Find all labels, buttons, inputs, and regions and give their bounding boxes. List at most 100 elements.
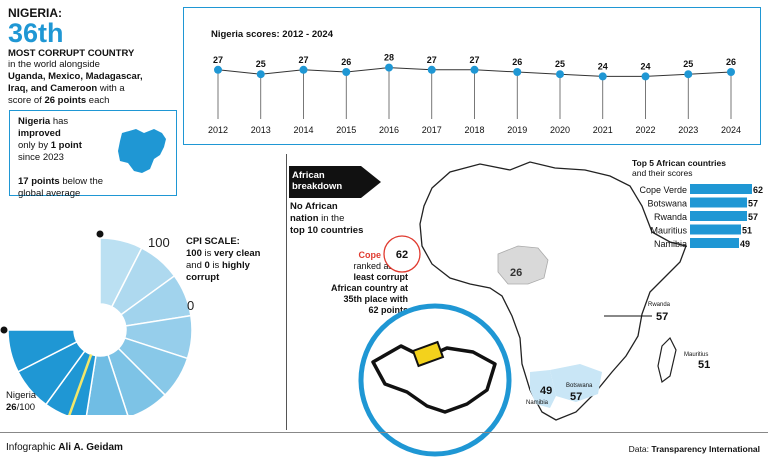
footer-rule (0, 432, 768, 433)
data-label: 27 (298, 55, 308, 65)
gauge-max-label: 100 (148, 235, 170, 250)
gauge-min-dot (0, 326, 8, 334)
rwanda-map-score: 57 (656, 311, 668, 323)
cpi-l3: corrupt (186, 272, 220, 283)
bar-value-label: 51 (742, 226, 752, 236)
x-tick-label: 2022 (635, 125, 655, 135)
rwanda-map-label: Rwanda (648, 302, 671, 308)
data-point (598, 72, 607, 81)
cv-callout-score: 62 (396, 249, 408, 261)
x-tick-label: 2021 (593, 125, 613, 135)
bar-value-label: 57 (748, 199, 758, 209)
cpi-gauge: 100 0 (0, 230, 194, 415)
headline-subtitle: MOST CORRUPT COUNTRY (8, 48, 135, 59)
cpi-scale-text: CPI SCALE: 100 is very clean and 0 is hi… (186, 236, 281, 284)
data-label: 26 (341, 57, 351, 67)
credit-prefix: Infographic (6, 442, 59, 453)
gauge-needle (68, 354, 93, 415)
cpi-l1b: is (201, 248, 214, 259)
cape-verde-callout: 62 (383, 235, 421, 273)
headline-line3: Iraq, and Cameroon (8, 83, 98, 94)
note-l1: No African (290, 201, 338, 212)
headline-line2: Uganda, Mexico, Madagascar, (8, 71, 143, 82)
top5-subtitle: and their scores (632, 168, 693, 178)
data-label: 27 (469, 55, 479, 65)
data-point (256, 70, 265, 79)
cpi-l2d: highly (221, 260, 250, 271)
nigeria-shape (497, 245, 549, 285)
cape-verde-note: Cope Verde ranked as the least corrupt A… (296, 250, 408, 316)
cpi-title: CPI SCALE: (186, 236, 240, 247)
data-label: 24 (598, 61, 608, 71)
x-tick-label: 2023 (678, 125, 698, 135)
data-point (214, 65, 222, 74)
x-tick-label: 2020 (550, 125, 570, 135)
data-label: 27 (213, 55, 223, 65)
banner-line1: African (292, 170, 325, 181)
africa-outline (419, 161, 687, 421)
improved-l1c: improved (18, 128, 61, 139)
cv-l3: least corrupt (353, 272, 408, 282)
line-chart-title: Nigeria scores: 2012 - 2024 (211, 29, 334, 40)
note-l3: top 10 countries (290, 225, 364, 236)
gauge-nigeria-score: 26 (6, 402, 17, 413)
bar (690, 197, 747, 208)
gauge-nigeria-suffix: /100 (16, 402, 36, 413)
botswana-map-label: Botswana (566, 383, 593, 389)
cash-icon (411, 340, 445, 368)
cpi-l1a: 100 (186, 248, 202, 259)
headline-country: NIGERIA: (8, 6, 62, 20)
top5-title: Top 5 African countries (632, 158, 726, 168)
footer-credit: Infographic Ali A. Geidam (6, 442, 123, 453)
data-point (299, 65, 308, 74)
x-tick-label: 2018 (464, 125, 484, 135)
data-point (385, 63, 393, 72)
data-label: 24 (640, 61, 650, 71)
bar-value-label: 49 (740, 239, 750, 249)
improved-l2a: only by (18, 140, 51, 151)
bar (690, 238, 739, 248)
cv-l2: ranked as the (353, 261, 408, 271)
line-chart: Nigeria scores: 2012 - 2024 272012252013… (208, 29, 741, 135)
cpi-l2a: and (186, 260, 205, 271)
mauritius-map-score: 51 (698, 359, 710, 371)
x-tick-label: 2014 (293, 125, 313, 135)
cpi-l2c: is (209, 260, 222, 271)
bar (690, 224, 741, 235)
no-african-note: No African nation in the top 10 countrie… (290, 201, 370, 237)
bar (690, 184, 752, 194)
x-tick-label: 2017 (422, 125, 442, 135)
x-tick-label: 2024 (721, 125, 741, 135)
handshake-illustration (358, 303, 512, 457)
bar-category-label: Botswana (647, 199, 687, 209)
gauge-segment (7, 329, 78, 373)
data-point (727, 68, 735, 76)
headline-line3b: with a (97, 83, 125, 94)
credit-name: Ali A. Geidam (58, 442, 123, 453)
africa-map: 26 Botswana 57 49 Namibia Rwanda 57 Maur… (419, 161, 710, 421)
bar-category-label: Cope Verde (639, 185, 687, 195)
improved-l1b: has (50, 116, 69, 127)
banner-line2: breakdown (292, 181, 343, 192)
data-label: 25 (256, 59, 266, 69)
data-point (513, 68, 522, 76)
x-tick-label: 2012 (208, 125, 228, 135)
improved-l4b: below the (59, 176, 104, 187)
gauge-max-dot (96, 230, 104, 238)
gauge-nigeria-label: Nigeria (6, 390, 37, 401)
botswana-map-score: 57 (570, 391, 582, 403)
namibia-shape (530, 370, 556, 408)
cpi-l1c: very clean (214, 248, 261, 259)
note-l2a: nation (290, 213, 319, 224)
bar-category-label: Namibia (654, 239, 687, 249)
mauritius-map-label: Mauritius (684, 352, 708, 358)
data-label: 26 (512, 57, 522, 67)
headline-line4c: each (86, 95, 110, 106)
nigeria-map-score: 26 (510, 267, 522, 279)
data-label: 25 (683, 59, 693, 69)
improved-l5: global average (18, 188, 81, 199)
bar-value-label: 62 (753, 185, 763, 195)
data-label: 26 (726, 57, 736, 67)
cv-l1: Cope Verde (358, 250, 408, 260)
source-name: Transparency International (651, 444, 760, 454)
